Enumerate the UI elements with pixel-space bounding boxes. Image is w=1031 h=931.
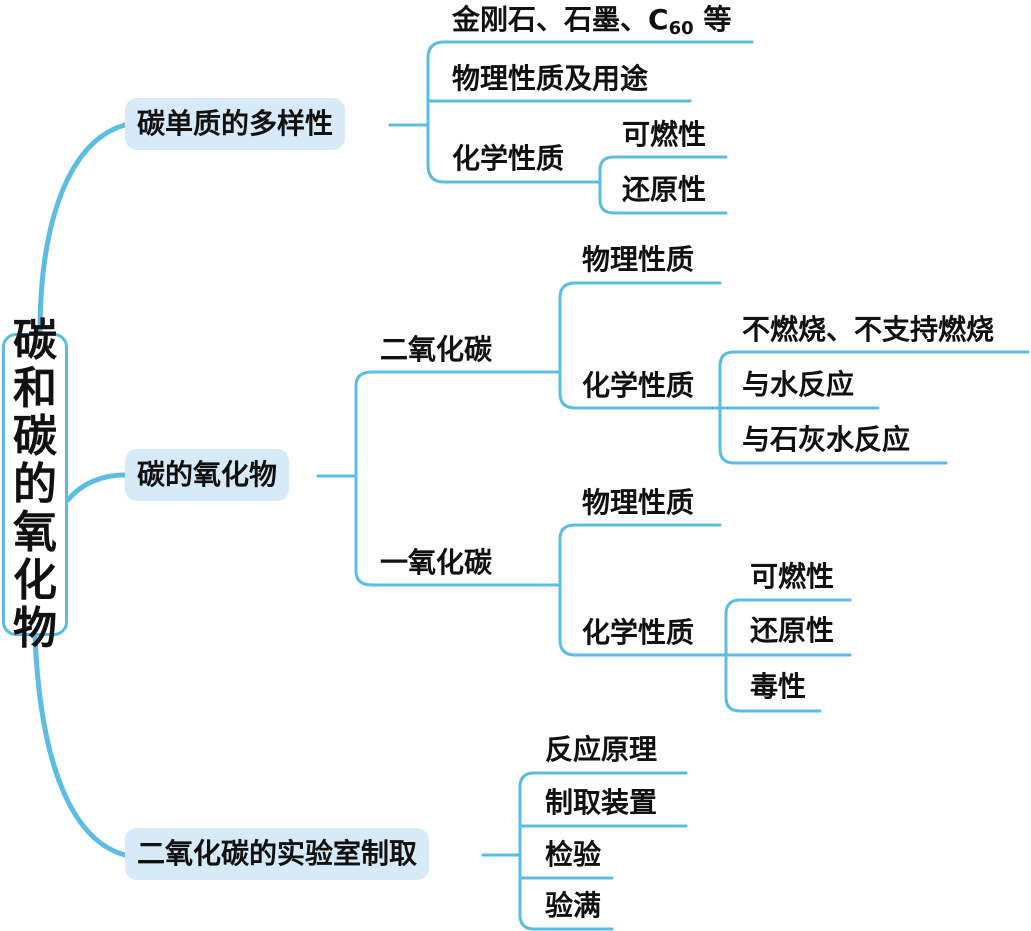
node-co-chemical: 化学性质 xyxy=(582,616,695,649)
node-co2-physical: 物理性质 xyxy=(582,243,695,276)
node-reducibility: 还原性 xyxy=(622,173,707,206)
node-physical-uses: 物理性质及用途 xyxy=(452,62,649,95)
node-co-physical: 物理性质 xyxy=(582,486,695,519)
branch-carbon-elements: 碳单质的多样性 xyxy=(125,98,346,150)
node-apparatus: 制取装置 xyxy=(545,786,658,819)
node-reaction-principle: 反应原理 xyxy=(545,733,658,766)
node-co2-limewater: 与石灰水反应 xyxy=(742,423,911,456)
node-co2: 二氧化碳 xyxy=(380,333,493,366)
node-test: 检验 xyxy=(545,838,602,871)
node-co2-chemical: 化学性质 xyxy=(582,369,695,402)
node-co-flammability: 可燃性 xyxy=(750,560,835,593)
root-char: 物 xyxy=(13,602,57,654)
node-co-reducibility: 还原性 xyxy=(750,614,835,647)
node-co: 一氧化碳 xyxy=(380,546,493,579)
node-full-check: 验满 xyxy=(545,889,602,922)
root-char: 化 xyxy=(13,554,57,606)
node-allotropes: 金刚石、石墨、C60 等 xyxy=(452,3,731,41)
branch-co2-lab-prep: 二氧化碳的实验室制取 xyxy=(125,828,430,880)
node-chemical-properties: 化学性质 xyxy=(452,142,565,175)
root-char: 和 xyxy=(13,362,57,414)
root-node: 碳 和 碳 的 氧 化 物 xyxy=(2,316,68,652)
root-char: 的 xyxy=(13,458,57,510)
root-char: 碳 xyxy=(13,314,57,366)
branch-carbon-oxides: 碳的氧化物 xyxy=(125,449,290,501)
node-co2-nonflammable: 不燃烧、不支持燃烧 xyxy=(742,313,995,346)
allotropes-subscript: 60 xyxy=(668,18,694,39)
node-co2-water: 与水反应 xyxy=(742,368,855,401)
node-flammability: 可燃性 xyxy=(622,118,707,151)
root-char: 碳 xyxy=(13,410,57,462)
allotropes-suffix: 等 xyxy=(693,3,732,36)
allotropes-text: 金刚石、石墨、C xyxy=(452,3,669,36)
root-char: 氧 xyxy=(13,506,57,558)
node-co-toxicity: 毒性 xyxy=(750,670,807,703)
